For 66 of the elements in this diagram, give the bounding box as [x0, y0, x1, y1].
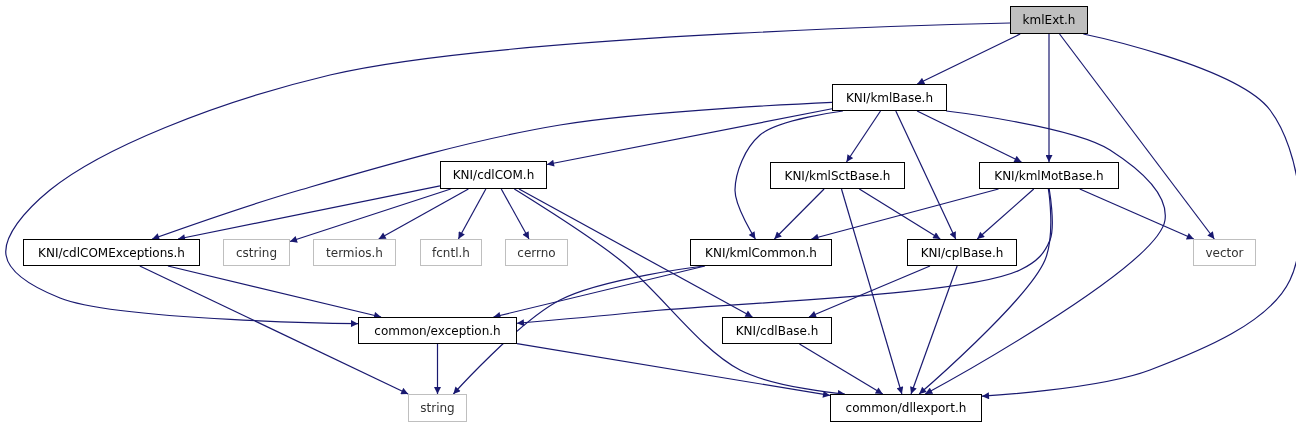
arrow	[810, 188, 1000, 241]
arrow	[546, 108, 833, 167]
file-name: KNI/kmlBase.h	[845, 90, 933, 105]
arrow	[139, 265, 409, 395]
file-box	[313, 239, 396, 266]
arrow	[773, 188, 825, 240]
arrow	[5, 22, 1011, 328]
file-box	[358, 317, 517, 344]
arrow	[434, 343, 441, 395]
file-box	[722, 317, 832, 344]
arrow	[798, 343, 884, 395]
arrow	[916, 33, 1021, 85]
arrow	[378, 188, 469, 240]
file-box	[770, 162, 905, 189]
arrow	[516, 343, 831, 398]
file-name: fcntl.h	[432, 245, 470, 260]
file-name: KNI/kmlMotBase.h	[994, 168, 1104, 183]
file-box	[23, 239, 200, 266]
arrow	[924, 110, 1166, 395]
arrow	[167, 265, 382, 319]
file-box	[832, 84, 947, 111]
arrow	[492, 265, 706, 319]
file-box	[1010, 6, 1088, 34]
arrow	[500, 188, 530, 240]
file-box	[420, 239, 482, 266]
file-box	[408, 394, 467, 422]
file-name: string	[420, 401, 455, 415]
arrow	[151, 101, 833, 240]
arrow	[289, 188, 452, 243]
arrow	[1045, 33, 1053, 163]
file-name: cstring	[235, 245, 277, 260]
file-name: KNI/kmlSctBase.h	[784, 168, 891, 183]
file-name: termios.h	[326, 245, 383, 260]
file-name: KNI/cdlBase.h	[735, 323, 819, 338]
file-box	[690, 239, 832, 266]
file-name: KNI/cplBase.h	[920, 245, 1004, 260]
file-name: KNI/kmlCommon.h	[705, 245, 817, 260]
file-name: KNI/cdlCOM.h	[452, 168, 535, 182]
file-box	[440, 161, 547, 189]
file-name: cerrno	[517, 245, 556, 260]
file-name: kmlExt.h	[1022, 13, 1076, 27]
file-box	[223, 239, 290, 266]
file-name: KNI/cdlCOMExceptions.h	[38, 245, 185, 260]
file-box	[907, 239, 1017, 266]
file-box	[830, 394, 982, 422]
arrow	[858, 188, 941, 240]
arrow	[895, 110, 957, 240]
arrow	[916, 110, 1022, 163]
file-box	[505, 239, 568, 266]
arrow	[976, 188, 1035, 240]
arrow	[1079, 188, 1195, 240]
file-name: vector	[1205, 245, 1244, 260]
file-name: common/exception.h	[374, 323, 501, 338]
arrow	[516, 188, 1053, 327]
arrow	[918, 188, 1052, 395]
file-box	[979, 162, 1119, 189]
file-box	[1193, 239, 1256, 266]
arrow	[840, 188, 904, 395]
file-name: common/dllexport.h	[845, 401, 967, 415]
arrow	[981, 33, 1296, 400]
arrow	[518, 188, 753, 318]
arrow	[457, 188, 487, 240]
arrow	[808, 265, 931, 318]
arrow	[910, 265, 958, 395]
arrow	[845, 110, 882, 163]
arrow	[1058, 33, 1215, 240]
